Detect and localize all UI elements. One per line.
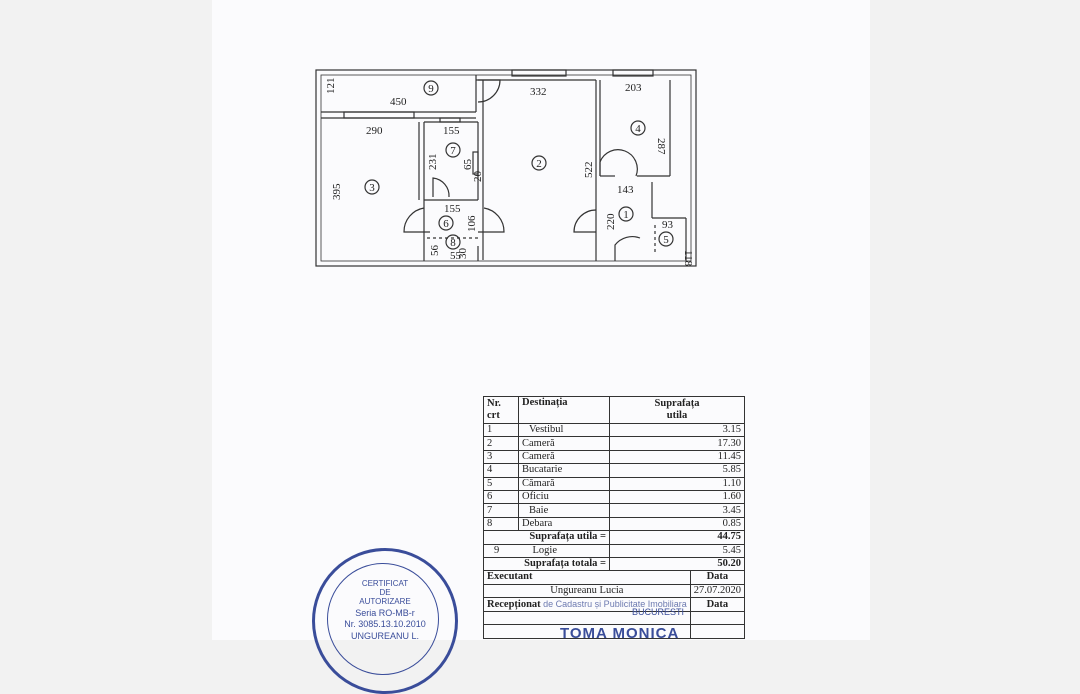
door: [614, 236, 641, 261]
svg-text:522: 522: [583, 162, 595, 179]
inner-wall: [320, 74, 692, 262]
room-number: 3: [369, 182, 375, 194]
dimension-labels: 121 450 332 203 290 155 65 20 231 287 52…: [325, 78, 694, 267]
window: [343, 111, 415, 119]
room-number: 4: [635, 123, 641, 135]
svg-text:20: 20: [472, 171, 484, 183]
suprafata-utila-row: Suprafața utila =44.75: [483, 530, 745, 545]
door: [477, 79, 501, 103]
room-number: 9: [428, 83, 434, 95]
svg-text:220: 220: [605, 213, 617, 230]
door: [573, 209, 597, 233]
svg-text:231: 231: [427, 154, 439, 171]
svg-text:143: 143: [617, 184, 634, 196]
logie-area: 5.45: [609, 543, 745, 558]
suprafata-totala-row: Suprafața totala =50.20: [483, 556, 745, 572]
door: [478, 207, 505, 233]
svg-text:121: 121: [325, 78, 337, 95]
svg-text:203: 203: [625, 82, 642, 94]
logie-nr: 9: [483, 543, 519, 558]
window: [511, 69, 567, 77]
svg-text:93: 93: [662, 219, 674, 231]
header-nr: Nr.crt: [483, 396, 519, 424]
svg-text:332: 332: [530, 86, 547, 98]
room-number: 6: [443, 218, 449, 230]
header-destinatia: Destinația: [518, 396, 610, 424]
svg-text:155: 155: [444, 203, 461, 215]
svg-text:30: 30: [457, 248, 469, 260]
svg-text:290: 290: [366, 125, 383, 137]
svg-text:118: 118: [682, 250, 694, 267]
window: [439, 117, 461, 123]
window: [612, 69, 654, 77]
room-labels: 1 2 3 4 5 6 7 8 9: [364, 80, 674, 250]
svg-text:287: 287: [655, 138, 667, 155]
room-number: 1: [623, 209, 629, 221]
svg-text:155: 155: [443, 125, 460, 137]
svg-text:65: 65: [462, 159, 474, 171]
floor-plan: 1 2 3 4 5 6 7 8 9 121 450 332 203 290 15…: [315, 69, 697, 267]
room-number: 8: [450, 237, 456, 249]
door: [599, 149, 638, 177]
fixture: [472, 151, 479, 175]
door: [403, 207, 430, 233]
room-number: 7: [450, 145, 456, 157]
logie-dest: Logie: [518, 543, 610, 558]
svg-text:450: 450: [390, 96, 407, 108]
svg-text:395: 395: [331, 183, 343, 200]
svg-text:55: 55: [450, 250, 462, 262]
receptionat-row: Recepționat de Cadastru și Publicitate I…: [483, 597, 745, 613]
room-number: 5: [663, 234, 669, 246]
door: [432, 177, 450, 198]
authorization-stamp: CERTIFICAT DE AUTORIZARE Seria RO-MB-r N…: [312, 548, 458, 694]
svg-text:56: 56: [429, 245, 441, 257]
room-number: 2: [536, 158, 542, 170]
outer-wall: [315, 69, 697, 267]
svg-text:106: 106: [466, 215, 478, 232]
